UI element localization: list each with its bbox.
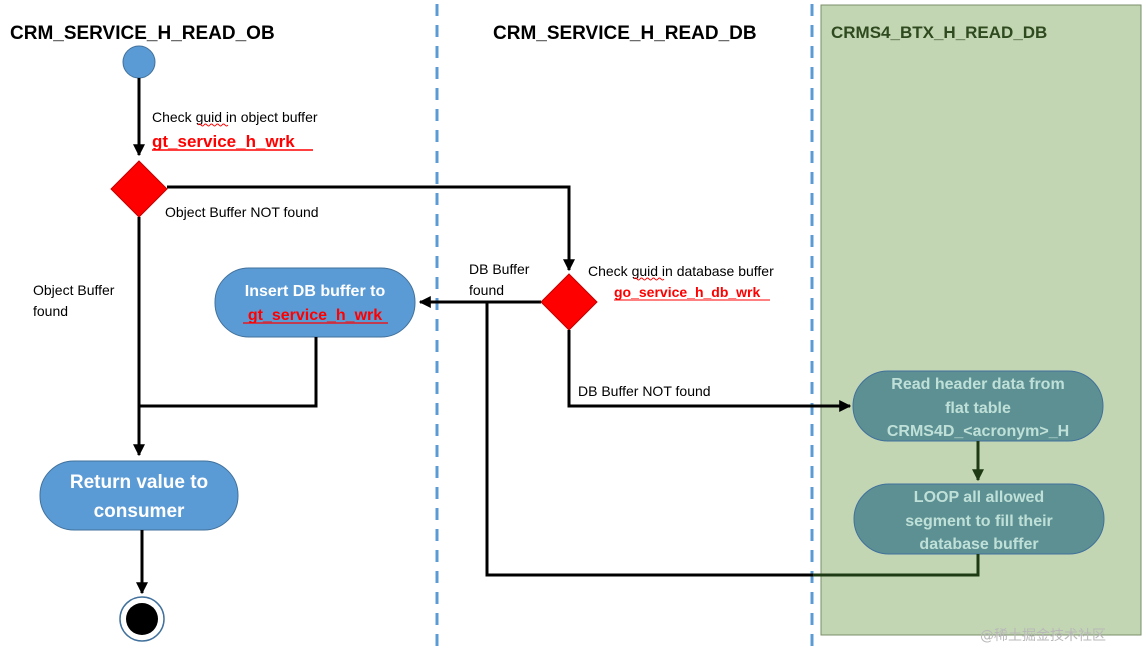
lane3-title: CRMS4_BTX_H_READ_DB [831,23,1047,42]
watermark-text: @稀土掘金技术社区 [980,628,1106,644]
spell-underline-guid-1 [197,123,229,127]
read-activity-line1: Read header data from [891,376,1064,393]
return-activity-line1: Return value to [70,472,208,493]
read-activity-line3: CRMS4D_<acronym>_H [887,423,1069,440]
loop-activity-line1: LOOP all allowed [914,489,1044,506]
start-node [122,45,156,79]
lane1-title: CRM_SERVICE_H_READ_OB [10,23,275,44]
return-activity-line2: consumer [94,501,185,522]
loop-activity-line2: segment to fill their [905,513,1053,530]
flow-loop-return-part2 [485,302,813,577]
lane2-title: CRM_SERVICE_H_READ_DB [493,23,757,44]
ob-found-label-line2: found [33,303,68,319]
db-found-label-line1: DB Buffer [469,261,530,277]
spell-underline-guid-2 [633,277,665,281]
read-activity-line2: flat table [945,400,1011,417]
db-not-found-label: DB Buffer NOT found [578,383,711,399]
decision-db-buffer [540,273,598,331]
end-node-inner [126,603,158,635]
flow-loop-return-part1 [813,554,980,577]
flow-ob-not-found [167,185,575,272]
ob-not-found-label: Object Buffer NOT found [165,204,319,220]
decision-object-buffer [110,160,168,218]
db-buffer-variable: go_service_h_db_wrk [614,284,761,300]
flow-db-not-found [567,330,852,412]
insert-activity-line1: Insert DB buffer to [245,283,386,300]
db-found-label-line2: found [469,282,504,298]
activity-return-value [39,460,239,531]
check-object-buffer-label: Check guid in object buffer [152,109,318,125]
activity-insert-db-buffer [214,267,416,338]
flow-insert-to-merge [139,337,318,408]
loop-activity-line3: database buffer [919,536,1038,553]
object-buffer-variable: gt_service_h_wrk [152,132,295,151]
insert-activity-line2: gt_service_h_wrk [248,307,382,324]
check-db-buffer-label: Check guid in database buffer [588,263,774,279]
ob-found-label-line1: Object Buffer [33,282,115,298]
